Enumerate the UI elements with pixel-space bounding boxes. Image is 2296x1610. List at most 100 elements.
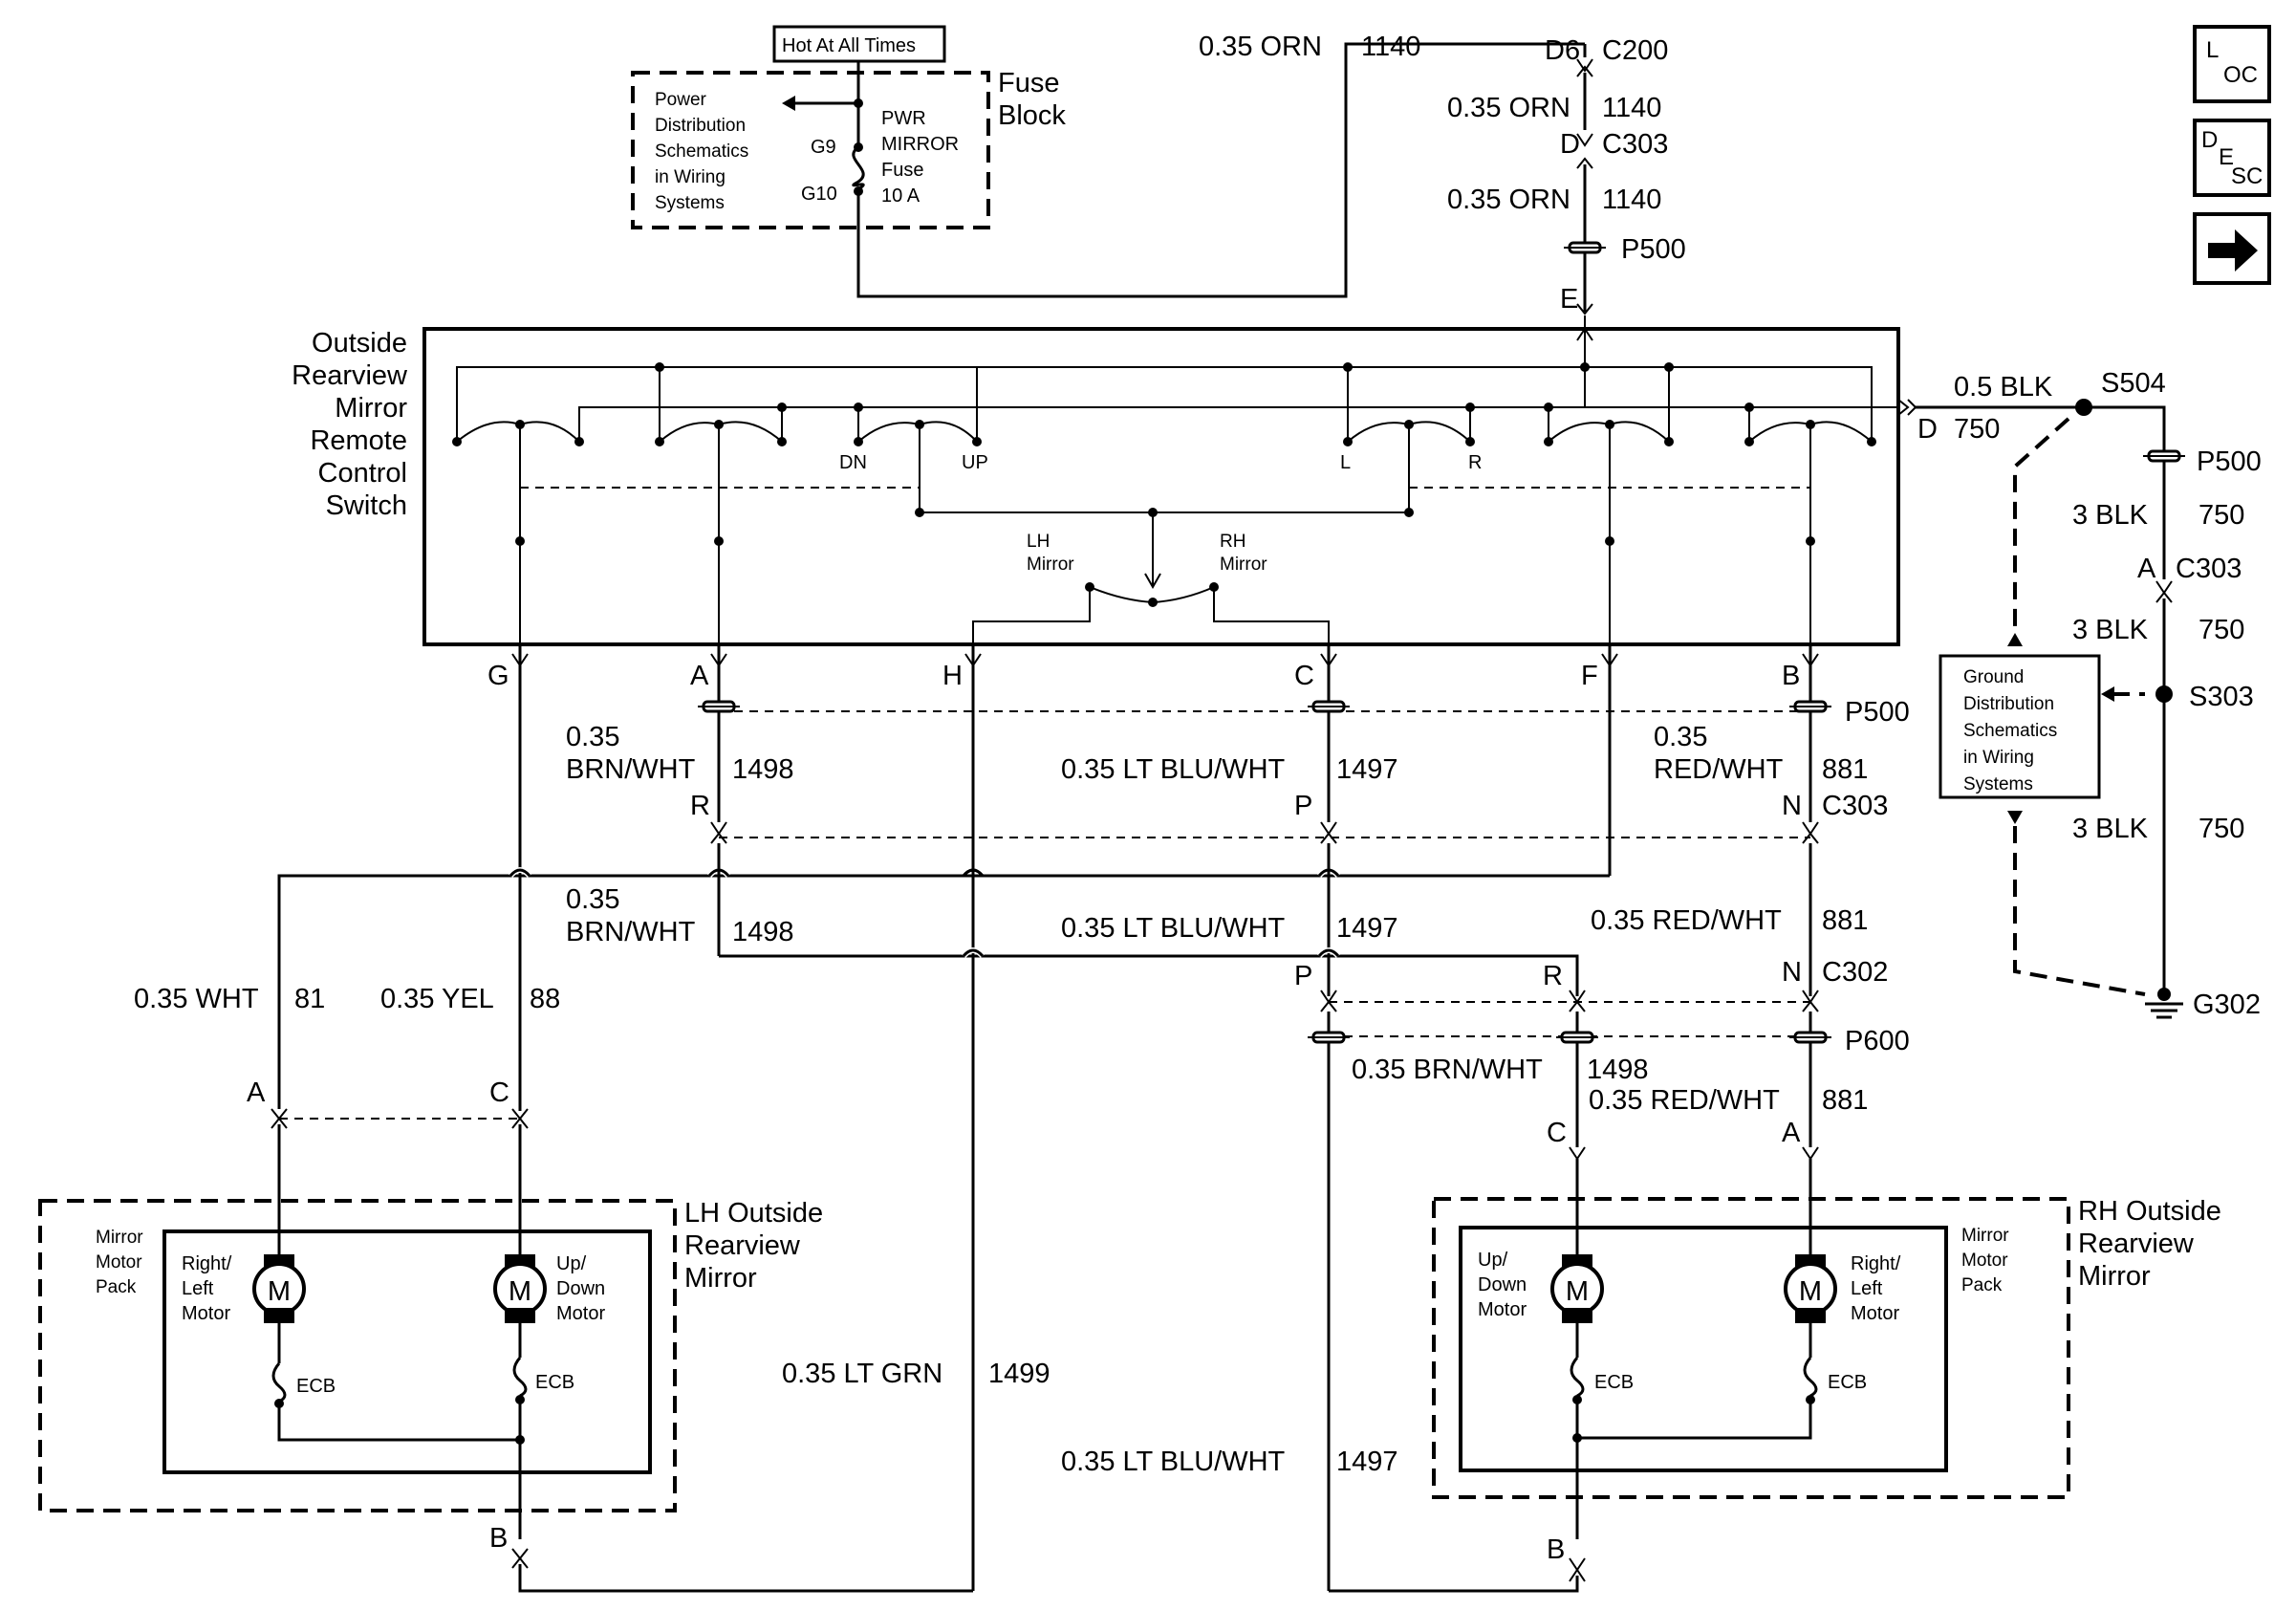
- svg-text:Mirror: Mirror: [684, 1263, 757, 1294]
- wire-1140-gauge-top: 0.35 ORN: [1199, 32, 1322, 62]
- svg-text:881: 881: [1822, 905, 1868, 936]
- wire-750-gauge-3a: 3 BLK: [2072, 500, 2149, 531]
- pin-n-c303: N: [1782, 791, 1802, 821]
- svg-text:Schematics: Schematics: [655, 141, 748, 162]
- svg-text:881: 881: [1822, 754, 1868, 785]
- svg-text:Schematics: Schematics: [1963, 721, 2057, 741]
- fuse-terminal-g9: G9: [811, 137, 836, 158]
- connector-p500-mid: P500: [1845, 697, 1910, 728]
- rh-motor-pack: [1459, 1226, 1948, 1472]
- lh-ecb-label-2: ECB: [535, 1372, 574, 1393]
- switch-pin-f: F: [1581, 661, 1598, 691]
- ground-distribution-ref-box: [1939, 654, 2101, 799]
- rh-mirror-outline: [1432, 1197, 2070, 1499]
- wire-88-gauge: 0.35 YEL: [380, 984, 494, 1014]
- fuse-block-title: Fuse: [998, 68, 1059, 98]
- loc-letter: L: [2206, 37, 2219, 63]
- svg-text:750: 750: [2199, 814, 2244, 844]
- pin-a-c303: A: [2137, 554, 2156, 584]
- switch-pin-h: H: [942, 661, 963, 691]
- switch-harness: P500 0.35 BRN/WHT 1498 0.35 LT BLU/WHT 1…: [277, 644, 1910, 1591]
- svg-text:Remote: Remote: [310, 425, 407, 456]
- switch-up-label: UP: [962, 452, 988, 473]
- switch-r-label: R: [1468, 452, 1482, 473]
- next-page-button[interactable]: [2193, 212, 2271, 285]
- lh-pin-b: B: [489, 1523, 508, 1554]
- rh-motor-pack-label: Mirror: [1961, 1226, 2009, 1246]
- lh-motor-pack: [162, 1229, 652, 1474]
- ground-symbol-icon: [2145, 1002, 2183, 1019]
- svg-text:Motor: Motor: [1478, 1299, 1527, 1320]
- svg-text:1498: 1498: [1587, 1055, 1649, 1085]
- svg-text:Distribution: Distribution: [1963, 694, 2054, 714]
- svg-text:750: 750: [2199, 615, 2244, 645]
- lh-right-left-motor-icon: M: [252, 1254, 306, 1323]
- wire-750-gauge-3b: 3 BLK: [2072, 615, 2149, 645]
- rh-ud-motor-label: Up/: [1478, 1250, 1508, 1271]
- wire-81-gauge: 0.35 WHT: [134, 984, 259, 1014]
- wire-881-gauge-3: 0.35 RED/WHT: [1589, 1085, 1780, 1116]
- svg-text:Rearview: Rearview: [2078, 1229, 2195, 1259]
- fuse-terminal-g10: G10: [801, 184, 837, 205]
- wire-881-gauge-2: 0.35 RED/WHT: [1591, 905, 1782, 936]
- connector-c200: C200: [1602, 35, 1668, 66]
- svg-text:Down: Down: [1478, 1274, 1527, 1295]
- wire-1497-gauge-bottom: 0.35 LT BLU/WHT: [1061, 1447, 1286, 1477]
- wire-750-gauge-0.5: 0.5 BLK: [1954, 372, 2053, 402]
- rh-mirror-select-label: RH: [1220, 532, 1245, 552]
- desc-sub: SC: [2231, 163, 2263, 189]
- svg-text:Mirror: Mirror: [2078, 1261, 2151, 1292]
- svg-text:M: M: [1566, 1276, 1589, 1307]
- lh-motor-pack-label: Mirror: [96, 1228, 143, 1248]
- pin-p-c303: P: [1294, 791, 1312, 821]
- rh-pin-c: C: [1547, 1118, 1567, 1148]
- fuse-label: PWR: [881, 108, 926, 129]
- lh-mirror-title: LH Outside: [684, 1198, 823, 1229]
- switch-title: Outside: [312, 328, 407, 359]
- connector-c302: C302: [1822, 957, 1888, 988]
- svg-text:Switch: Switch: [326, 490, 407, 521]
- fuse-block-outline: [631, 71, 990, 229]
- ground-distribution-ref: Ground: [1963, 667, 2024, 687]
- fuse-block: Hot At All Times Fuse Block Power Distri…: [631, 25, 1585, 298]
- rh-ecb-1: [1570, 1357, 1585, 1398]
- svg-text:M: M: [268, 1276, 291, 1307]
- rh-right-left-motor-icon: M: [1784, 1254, 1837, 1323]
- lh-rl-motor-label: Right/: [182, 1253, 232, 1274]
- svg-text:in Wiring: in Wiring: [1963, 748, 2034, 768]
- lh-ecb-2: [512, 1357, 528, 1398]
- connector-c303-top: C303: [1602, 129, 1668, 160]
- desc-mid: E: [2219, 144, 2234, 170]
- svg-text:1498: 1498: [732, 917, 794, 947]
- svg-text:88: 88: [530, 984, 560, 1014]
- rh-mirror-title: RH Outside: [2078, 1196, 2221, 1227]
- svg-text:Mirror: Mirror: [335, 393, 407, 424]
- description-nav-button[interactable]: D E SC: [2193, 119, 2271, 197]
- connector-c303-mid: C303: [1822, 791, 1888, 821]
- bottom-wire-labels: 0.35 LT GRN 1499 0.35 LT BLU/WHT 1497: [782, 1359, 1398, 1477]
- svg-text:1497: 1497: [1336, 913, 1398, 944]
- lh-mirror-select-label: LH: [1027, 532, 1050, 552]
- switch-l-label: L: [1340, 452, 1351, 473]
- svg-text:Motor: Motor: [1851, 1303, 1899, 1324]
- svg-text:BRN/WHT: BRN/WHT: [566, 917, 696, 947]
- lh-ecb-1: [271, 1362, 287, 1403]
- fuse-symbol: [852, 145, 865, 191]
- wire-1140-feed: [856, 42, 1585, 298]
- svg-text:750: 750: [2199, 500, 2244, 531]
- desc-letter: D: [2201, 127, 2218, 153]
- svg-text:1140: 1140: [1361, 32, 1420, 62]
- pin-d6: D6: [1545, 35, 1580, 66]
- svg-text:1497: 1497: [1336, 1447, 1398, 1477]
- lh-pin-a: A: [247, 1077, 266, 1108]
- svg-text:Left: Left: [182, 1278, 214, 1299]
- connector-p500-top: P500: [1621, 234, 1686, 265]
- pin-r-c303: R: [690, 791, 710, 821]
- rh-pin-b: B: [1547, 1534, 1565, 1565]
- connector-p500-ground: P500: [2197, 446, 2262, 477]
- location-nav-button[interactable]: L OC: [2193, 25, 2271, 103]
- wire-1497-gauge-2: 0.35 LT BLU/WHT: [1061, 913, 1286, 944]
- wire-1140-gauge-mid: 0.35 ORN: [1447, 93, 1570, 123]
- rh-pin-a: A: [1782, 1118, 1801, 1148]
- lh-ud-motor-label: Up/: [556, 1253, 587, 1274]
